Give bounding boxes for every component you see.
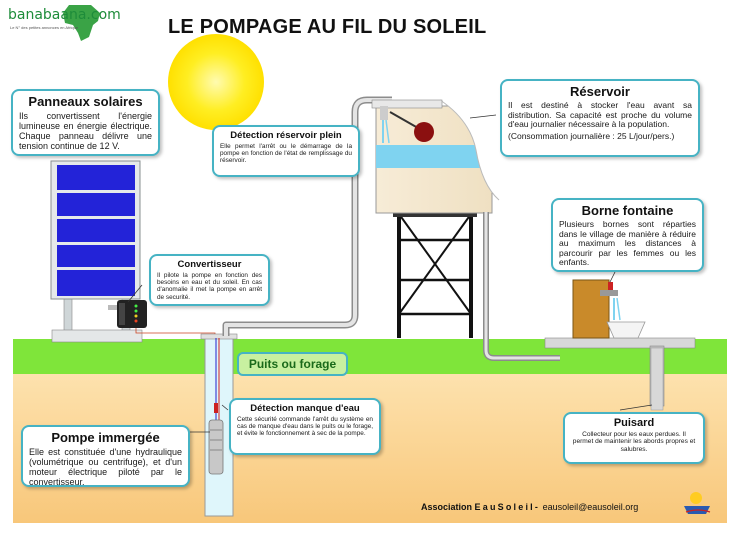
detection-manque-eau-box: Détection manque d'eau Cette sécurité co… (229, 398, 381, 455)
detection-reservoir-title: Détection réservoir plein (230, 130, 342, 141)
footer-email[interactable]: eausoleil@eausoleil.org (542, 502, 639, 512)
puisard-title: Puisard (613, 417, 655, 429)
footer: Association EauSoleil- eausoleil@eausole… (421, 502, 638, 512)
convertisseur-box: Convertisseur Il pilote la pompe en fonc… (149, 254, 270, 306)
logo-tagline: Le N° des petites annonces en Afrique (10, 25, 79, 30)
well-casing (200, 333, 238, 517)
detection-eau-title: Détection manque d'eau (250, 403, 360, 414)
footer-name: EauSoleil- (474, 502, 541, 512)
reservoir-note: (Consommation journalière : 25 L/jour/pe… (508, 130, 675, 141)
borne-fontaine-box: Borne fontaine Plusieurs bornes sont rép… (551, 198, 704, 272)
site-logo[interactable]: banabaana.com Le N° des petites annonces… (3, 3, 121, 43)
logo-text: banabaana.com (8, 7, 121, 23)
borne-title: Borne fontaine (581, 203, 674, 218)
africa-logo-icon (63, 5, 100, 41)
panneaux-text: Ils convertissent l'énergie lumineuse en… (19, 111, 152, 152)
puisard-box: Puisard Collecteur pour les eaux perdues… (563, 412, 705, 464)
solar-panels (50, 160, 143, 343)
reservoir-tank (371, 99, 500, 214)
pompe-text: Elle est constituée d'une hydraulique (v… (29, 447, 182, 488)
pompe-title: Pompe immergée (51, 430, 160, 445)
sun-icon (168, 34, 264, 130)
distribution-pipe (483, 212, 560, 361)
borne-text: Plusieurs bornes sont réparties dans le … (559, 219, 696, 268)
reservoir-box: Réservoir Il est destiné à stocker l'eau… (500, 79, 700, 157)
supply-pipe (222, 96, 392, 336)
convertisseur-text: Il pilote la pompe en fonction des besoi… (157, 272, 262, 301)
water-tower (393, 212, 477, 338)
panneaux-solaires-box: Panneaux solaires Ils convertissent l'én… (11, 89, 160, 156)
convertisseur-title: Convertisseur (177, 259, 242, 270)
detection-reservoir-text: Elle permet l'arrêt ou le démarrage de l… (220, 143, 352, 165)
converter-unit (108, 300, 147, 328)
footer-org: Association (421, 502, 473, 512)
panneaux-title: Panneaux solaires (28, 94, 143, 109)
page-title: LE POMPAGE AU FIL DU SOLEIL (168, 16, 487, 38)
detection-reservoir-box: Détection réservoir plein Elle permet l'… (212, 125, 360, 177)
drain-pipe (650, 347, 664, 411)
reservoir-title: Réservoir (570, 84, 630, 99)
reservoir-text: Il est destiné à stocker l'eau avant sa … (508, 100, 692, 130)
detection-eau-text: Cette sécurité commande l'arrêt du systè… (237, 416, 373, 438)
puits-forage-label: Puits ou forage (237, 352, 348, 376)
pompe-immergee-box: Pompe immergée Elle est constituée d'une… (21, 425, 190, 487)
puisard-text: Collecteur pour les eaux perdues. Il per… (572, 431, 696, 453)
footer-logo-icon (684, 492, 711, 514)
